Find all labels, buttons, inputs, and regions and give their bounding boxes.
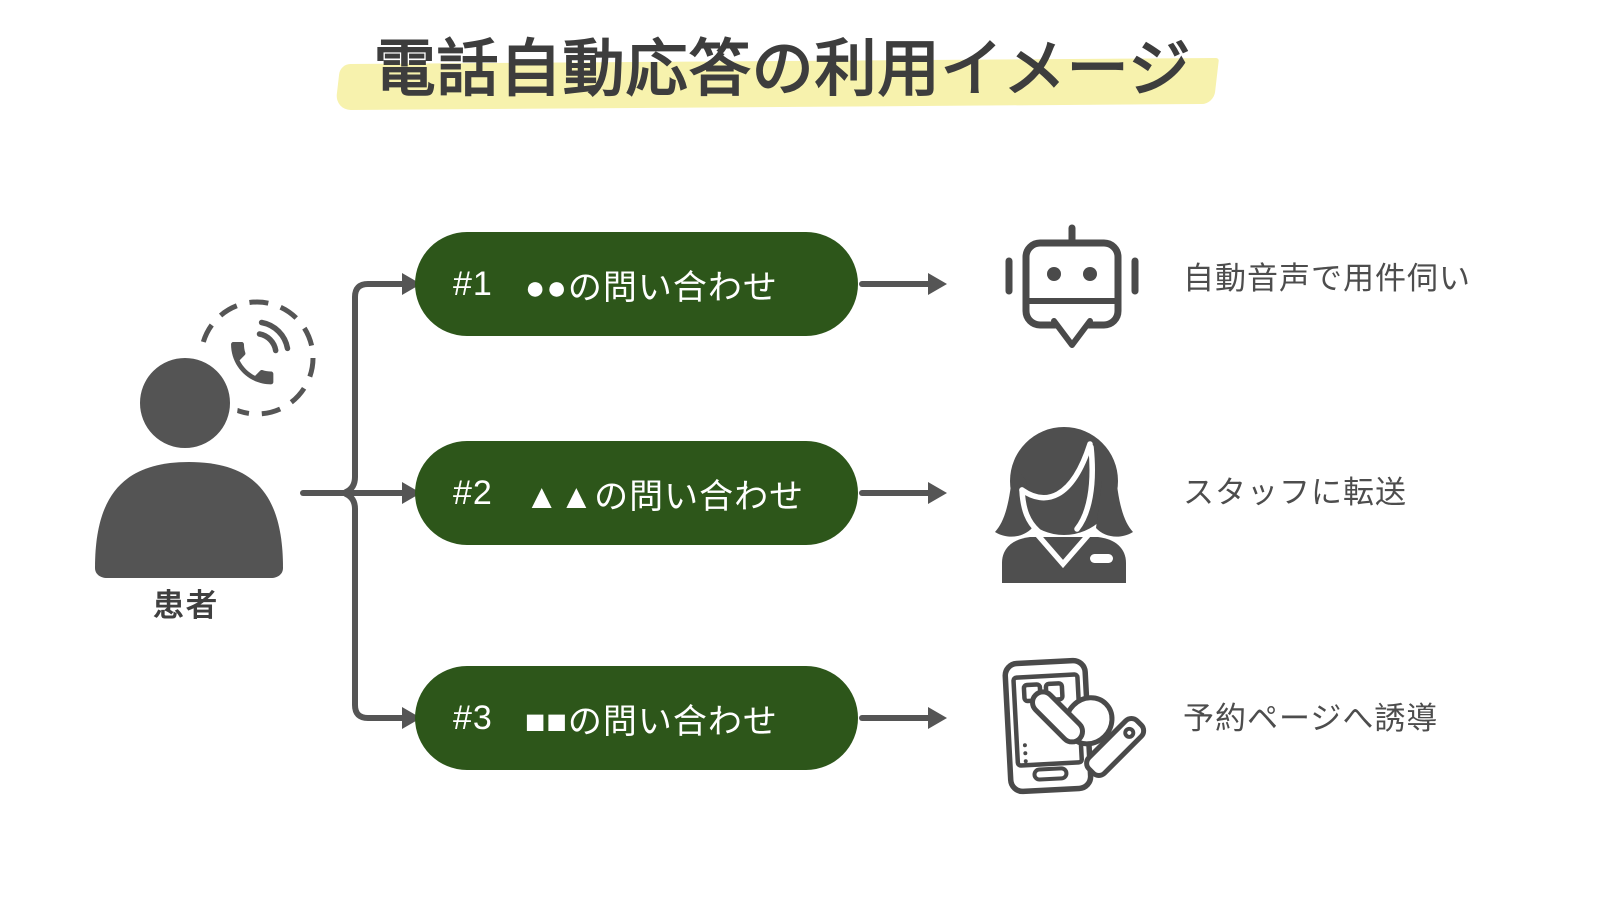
smartphone-tap-icon: [1002, 657, 1147, 795]
name-badge: [1090, 554, 1113, 563]
caller-label: 患者: [153, 588, 219, 623]
arrowhead-icons: [402, 273, 947, 729]
menu-option-1-number: #1: [453, 264, 493, 303]
menu-option-2-number: #2: [453, 473, 493, 512]
outcome-label-3: 予約ページへ誘導: [1183, 701, 1439, 736]
menu-option-1-label: ●●の問い合わせ: [524, 268, 778, 307]
sound-wave-icon: [256, 319, 291, 354]
menu-option-3-pill: #3 ■■の問い合わせ: [415, 666, 858, 770]
person-head: [132, 350, 238, 456]
robot-chatbot-icon: [1005, 224, 1139, 348]
receptionist-icon: [995, 427, 1133, 583]
menu-option-2-pill: #2 ▲▲の問い合わせ: [415, 441, 858, 545]
page-title: 電話自動応答の利用イメージ: [373, 35, 1192, 104]
outcome-label-2: スタッフに転送: [1183, 475, 1407, 510]
menu-option-3-label: ■■の問い合わせ: [524, 702, 778, 741]
menu-option-3-number: #3: [453, 698, 493, 737]
tapping-hand-icon: [1030, 689, 1147, 778]
person-body: [95, 462, 283, 578]
menu-option-2-label: ▲▲の問い合わせ: [524, 477, 805, 516]
person-silhouette-icon: [95, 299, 316, 578]
menu-option-1-pill: #1 ●●の問い合わせ: [415, 232, 858, 336]
outcome-label-1: 自動音声で用件伺い: [1183, 261, 1471, 296]
